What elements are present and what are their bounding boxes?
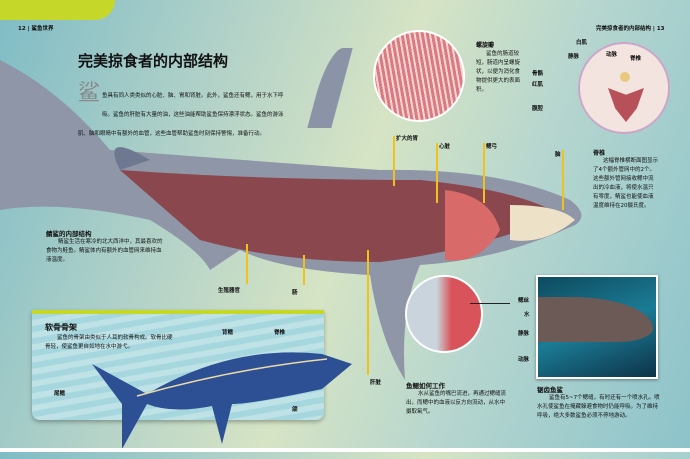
abdominal-cavity xyxy=(608,88,644,122)
photo-title: 锯齿鱼鲨 xyxy=(537,386,563,394)
spine-title: 脊椎 xyxy=(593,150,606,157)
label-abdominal-cavity: 腹腔 xyxy=(532,106,544,112)
section-name: 完美掠食者的内部结构 xyxy=(596,26,652,32)
photo-text: 鲨鱼有5~7个鳃缝，有时还有一个喷水孔。喷水孔使鲨鱼在掩藏躲避食物时仍能呼吸。为… xyxy=(537,395,660,419)
gills-text: 水从鲨鱼的嘴巴流进，再通过鳃缝流出，而鳃中的血液以反方向流动，从水中摄取氧气。 xyxy=(406,391,507,415)
header-right: 完美掠食者的内部结构 | 13 xyxy=(596,26,665,32)
header-left: 12 | 鲨鱼世界 xyxy=(18,26,54,32)
skeleton-shark xyxy=(92,352,352,449)
label-skeleton-spine: 脊椎 xyxy=(274,330,286,336)
label-gill-artery: 动脉 xyxy=(518,357,530,363)
page-number: 13 xyxy=(656,26,665,32)
intro: 鲨 鱼具有同人类类似的心脏、脑、胃和肾脏。此外，鲨鱼还有鳃，用于水下呼吸。鲨鱼的… xyxy=(78,82,288,139)
porbeagle-text: 鲭鲨生活在寒冷的北大西洋中，其最喜欢的食物为鲑鱼。鲭鲨体内有额外的血管网来维持血… xyxy=(46,239,163,263)
header-blob xyxy=(0,0,115,20)
intro-text: 鱼具有同人类类似的心脏、脑、胃和肾脏。此外，鲨鱼还有鳃，用于水下呼吸。鲨鱼的肝脏… xyxy=(78,93,284,137)
page-number: 12 xyxy=(18,26,26,32)
label-bone: 骨骼 xyxy=(532,71,544,77)
page-title: 完美掠食者的内部结构 xyxy=(78,52,229,70)
gills-title: 鱼鳃如何工作 xyxy=(406,382,445,390)
cross-section-image xyxy=(578,42,670,134)
skeleton-text: 鲨鱼的骨架由类似于人耳的软骨构成。软骨比硬骨轻，使鲨鱼更自如地在水中游弋。 xyxy=(45,335,173,350)
label-vein: 静脉 xyxy=(568,54,580,60)
label-intestine: 肠 xyxy=(292,290,298,296)
gill-image xyxy=(405,275,483,353)
label-stomach: 扩大的胃 xyxy=(396,136,419,142)
label-tail-fin: 尾鳍 xyxy=(54,391,66,397)
dropcap: 鲨 xyxy=(78,81,101,106)
label-brain: 脑 xyxy=(555,152,561,158)
label-liver: 肝脏 xyxy=(370,380,382,386)
label-red-muscle: 红肌 xyxy=(532,82,544,88)
skeleton-title: 软骨骨架 xyxy=(45,323,77,332)
spine-text: 这幅脊椎横断面图显示了4个额外管网中的2个。这些额外管网接收鳃中流出的冷血液，将… xyxy=(593,158,659,209)
spiral-valve-image xyxy=(373,30,465,122)
label-artery: 动脉 xyxy=(606,52,618,58)
shark-photo xyxy=(536,275,658,379)
label-gill-filament: 鳃丝 xyxy=(518,298,530,304)
label-heart: 心脏 xyxy=(439,144,451,150)
label-dorsal-fin: 背鳍 xyxy=(222,330,234,336)
label-gill-arch: 鳃弓 xyxy=(486,144,498,150)
label-white-muscle: 白肌 xyxy=(576,40,588,46)
label-water: 水 xyxy=(524,312,530,318)
label-spine: 脊椎 xyxy=(630,56,642,62)
label-jaw: 颌 xyxy=(292,407,298,413)
label-gill-vein: 静脉 xyxy=(518,331,530,337)
section-name: 鲨鱼世界 xyxy=(31,26,54,32)
spiral-valve-text: 鲨鱼的肠道较短，肠道内呈螺旋状，以便为消化食物提供更大的表面积。 xyxy=(476,51,521,93)
porbeagle-title: 鲭鲨的内部结构 xyxy=(46,230,92,238)
skeleton-panel xyxy=(32,310,352,449)
page-bottom xyxy=(0,448,690,452)
label-reproductive: 生殖器官 xyxy=(218,288,241,294)
spiral-valve-title: 螺旋瓣 xyxy=(476,42,495,49)
